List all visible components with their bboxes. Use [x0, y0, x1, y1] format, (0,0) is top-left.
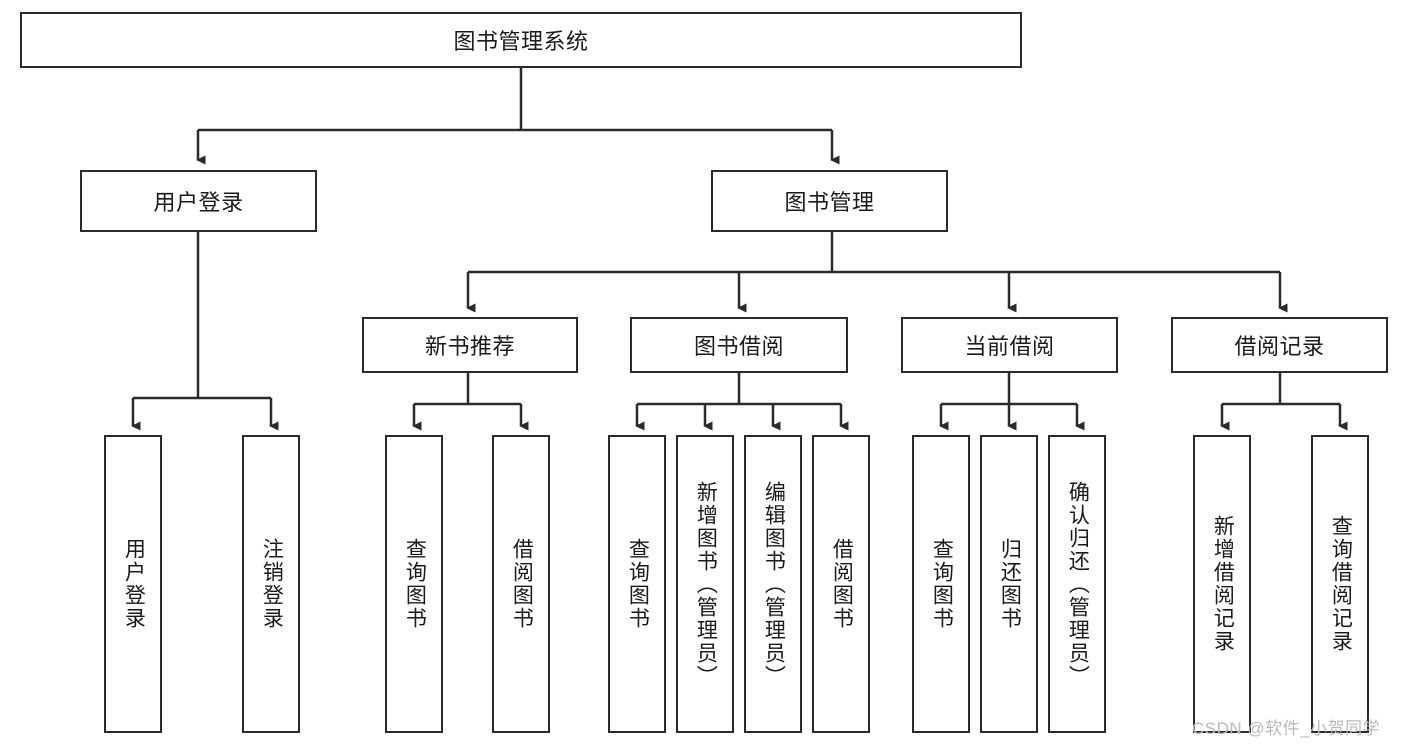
- node-label: 用户登录: [153, 190, 244, 215]
- node-current-borrow[interactable]: 当前借阅: [901, 317, 1118, 373]
- edges-borrow-record-to-leaves: [1220, 373, 1348, 431]
- edges-current-borrow-to-leaves: [939, 373, 1085, 431]
- leaf-book-borrow-borrow-book[interactable]: 借阅图书: [812, 435, 870, 733]
- node-label: 当前借阅: [964, 334, 1055, 359]
- node-new-book-recommend[interactable]: 新书推荐: [362, 317, 578, 373]
- node-root-book-management-system[interactable]: 图书管理系统: [20, 12, 1022, 68]
- node-label: 借阅记录: [1234, 334, 1325, 359]
- edges-root-to-level2: [196, 68, 840, 165]
- node-label: 图书管理: [784, 190, 875, 215]
- node-label: 图书管理系统: [453, 29, 589, 54]
- leaf-user-login-logout[interactable]: 注销登录: [242, 435, 300, 733]
- leaf-borrow-record-add-record[interactable]: 新增借阅记录: [1193, 435, 1251, 733]
- node-label: 借阅图书: [510, 538, 534, 630]
- node-label: 图书借阅: [693, 334, 784, 359]
- node-book-management[interactable]: 图书管理: [711, 170, 948, 232]
- leaf-book-borrow-edit-book-admin[interactable]: 编辑图书（管理员）: [744, 435, 802, 733]
- node-label: 新书推荐: [424, 334, 515, 359]
- node-label: 查询借阅记录: [1329, 515, 1353, 653]
- node-label: 查询图书: [930, 538, 954, 630]
- edges-new-book-to-leaves: [412, 373, 529, 431]
- edges-book-borrow-to-leaves: [635, 373, 849, 431]
- leaf-book-borrow-query-book[interactable]: 查询图书: [608, 435, 666, 733]
- leaf-new-book-borrow-book[interactable]: 借阅图书: [492, 435, 550, 733]
- node-user-login[interactable]: 用户登录: [80, 170, 317, 232]
- node-label: 确认归还（管理员）: [1066, 480, 1090, 688]
- node-label: 借阅图书: [830, 538, 854, 630]
- node-label: 编辑图书（管理员）: [762, 480, 786, 688]
- node-label: 用户登录: [122, 538, 146, 630]
- leaf-borrow-record-query-record[interactable]: 查询借阅记录: [1311, 435, 1369, 733]
- leaf-book-borrow-add-book-admin[interactable]: 新增图书（管理员）: [676, 435, 734, 733]
- edges-user-login-to-leaves: [131, 232, 279, 431]
- leaf-current-borrow-return-book[interactable]: 归还图书: [980, 435, 1038, 733]
- node-label: 新增图书（管理员）: [694, 480, 718, 688]
- node-borrow-record[interactable]: 借阅记录: [1171, 317, 1388, 373]
- leaf-current-borrow-confirm-return-admin[interactable]: 确认归还（管理员）: [1048, 435, 1106, 733]
- node-label: 注销登录: [260, 538, 284, 630]
- leaf-user-login-login[interactable]: 用户登录: [104, 435, 162, 733]
- node-book-borrow[interactable]: 图书借阅: [630, 317, 848, 373]
- node-label: 归还图书: [998, 538, 1022, 630]
- leaf-new-book-query-book[interactable]: 查询图书: [385, 435, 443, 733]
- node-label: 新增借阅记录: [1211, 515, 1235, 653]
- node-label: 查询图书: [403, 538, 427, 630]
- leaf-current-borrow-query-book[interactable]: 查询图书: [912, 435, 970, 733]
- csdn-watermark: CSDN @软件_小贺同学: [1192, 719, 1381, 738]
- node-label: 查询图书: [626, 538, 650, 630]
- edges-book-mgmt-to-level3: [466, 232, 1288, 313]
